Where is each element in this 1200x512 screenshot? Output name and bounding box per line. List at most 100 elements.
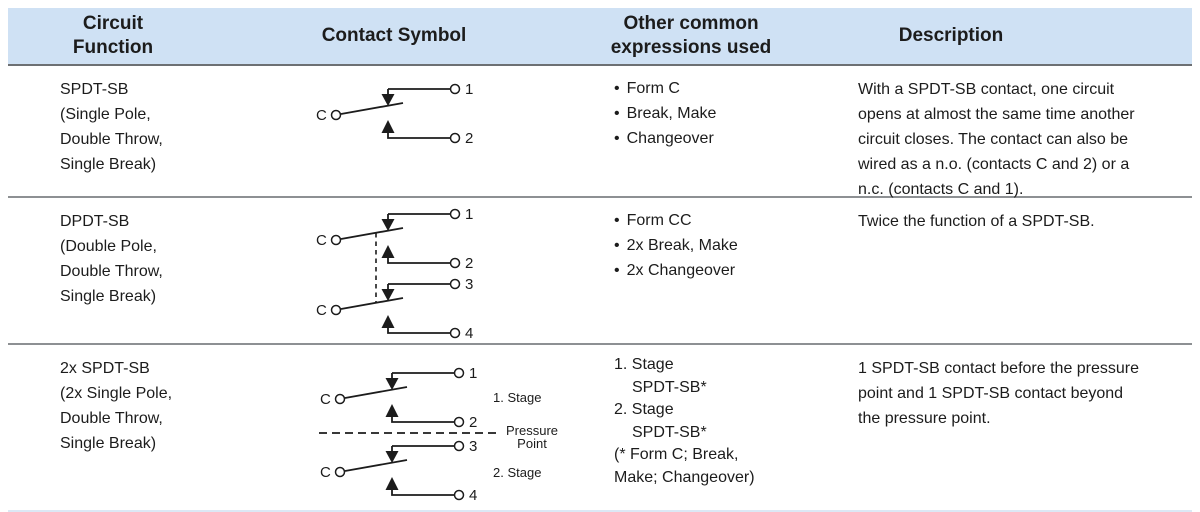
cell-other-expressions: •Form C •Break, Make •Changeover — [590, 66, 845, 202]
arrow-down-icon — [381, 94, 395, 106]
cell-description: 1 SPDT-SB contact before the pressure po… — [845, 345, 1192, 510]
arrow-down-icon — [385, 451, 399, 463]
stage-1-label: 1. Stage — [493, 390, 541, 405]
circuit-function-text: 2x SPDT-SB (2x Single Pole, Double Throw… — [60, 360, 173, 452]
lever — [340, 227, 404, 240]
spdt-unit: 3 C 4 — [316, 276, 473, 342]
description-text: 1 SPDT-SB contact before the pressure po… — [858, 360, 1140, 427]
expression-item: •Break, Make — [614, 101, 845, 126]
wire — [391, 489, 454, 496]
pressure-point-label-line2: Point — [517, 436, 547, 451]
lever — [340, 102, 404, 115]
terminal-circle — [449, 257, 461, 269]
table-row-spdt-sb: SPDT-SB (Single Pole, Double Throw, Sing… — [8, 66, 1192, 198]
terminal-circle — [449, 278, 461, 290]
cell-circuit-function: DPDT-SB (Double Pole, Double Throw, Sing… — [8, 198, 260, 343]
circuit-function-text: DPDT-SB (Double Pole, Double Throw, Sing… — [60, 213, 163, 305]
header-divider — [8, 64, 1192, 66]
terminal-circle — [453, 367, 465, 379]
lever — [344, 386, 408, 399]
spdt-unit: 1 C 2 — [316, 206, 473, 272]
terminal-circle — [330, 304, 342, 316]
arrow-up-icon — [381, 245, 395, 258]
lever — [340, 297, 404, 310]
cell-description: Twice the function of a SPDT-SB. — [845, 198, 1192, 343]
cell-other-expressions: 1. Stage SPDT-SB* 2. Stage SPDT-SB* (* F… — [590, 345, 845, 510]
terminal-label-4: 4 — [469, 487, 477, 504]
bullet-icon: • — [614, 237, 620, 254]
spdt-sb-symbol: 1 C 2 — [316, 81, 473, 147]
common-terminal-label: C — [320, 464, 331, 481]
header-contact-symbol: Contact Symbol — [321, 25, 467, 46]
wire — [387, 327, 450, 334]
terminal-label-1: 1 — [465, 81, 473, 98]
header-circuit-function: Circuit Function — [72, 13, 154, 58]
table-row-2x-spdt-sb: 2x SPDT-SB (2x Single Pole, Double Throw… — [8, 345, 1192, 510]
terminal-label-1: 1 — [465, 206, 473, 223]
expression-item: 2. Stage — [614, 401, 674, 418]
expression-item: •Changeover — [614, 126, 845, 151]
expression-item: •2x Changeover — [614, 258, 845, 283]
cell-contact-symbol: 1 C 2 3 C — [260, 198, 590, 343]
cell-circuit-function: 2x SPDT-SB (2x Single Pole, Double Throw… — [8, 345, 260, 510]
cell-contact-symbol: 1 C 2 — [260, 66, 590, 202]
bullet-icon: • — [614, 212, 620, 229]
bullet-icon: • — [614, 80, 620, 97]
arrow-down-icon — [385, 378, 399, 390]
terminal-circle — [449, 327, 461, 339]
expression-item: (* Form C; Break, — [614, 446, 739, 463]
expression-list: •Form C •Break, Make •Changeover — [590, 66, 845, 151]
spdt-unit-stage-2: 3 C 4 — [320, 438, 477, 504]
terminal-label-4: 4 — [465, 325, 473, 342]
arrow-up-icon — [385, 404, 399, 417]
terminal-circle — [449, 208, 461, 220]
row-divider — [8, 343, 1192, 345]
terminal-circle — [334, 466, 346, 478]
terminal-label-3: 3 — [469, 438, 477, 455]
expression-item: SPDT-SB* — [632, 378, 707, 396]
expression-item: SPDT-SB* — [632, 423, 707, 441]
arrow-up-icon — [381, 120, 395, 133]
cell-circuit-function: SPDT-SB (Single Pole, Double Throw, Sing… — [8, 66, 260, 202]
bullet-icon: • — [614, 105, 620, 122]
terminal-label-2: 2 — [465, 130, 473, 147]
bullet-icon: • — [614, 262, 620, 279]
terminal-circle — [453, 416, 465, 428]
common-terminal-label: C — [316, 107, 327, 124]
header-description: Description — [898, 25, 1004, 46]
wire — [391, 416, 454, 423]
terminal-circle — [330, 234, 342, 246]
dpdt-sb-symbol: 1 C 2 3 C — [316, 206, 473, 342]
expression-item: Make; Changeover) — [614, 468, 755, 486]
expression-list: 1. Stage SPDT-SB* 2. Stage SPDT-SB* (* F… — [590, 345, 845, 489]
terminal-circle — [449, 132, 461, 144]
lever — [344, 459, 408, 472]
bullet-icon: • — [614, 130, 620, 147]
circuit-function-text: SPDT-SB (Single Pole, Double Throw, Sing… — [60, 81, 163, 173]
common-terminal-label: C — [316, 302, 327, 319]
arrow-down-icon — [381, 289, 395, 301]
expression-item: •Form C — [614, 76, 845, 101]
stage-2-label: 2. Stage — [493, 465, 541, 480]
table-header: Circuit Function Contact Symbol Other co… — [8, 8, 1192, 64]
description-text: With a SPDT-SB contact, one circuit open… — [858, 81, 1135, 198]
pressure-point-label-line1: Pressure — [506, 423, 558, 438]
spdt-unit-stage-1: 1 C 2 — [320, 365, 477, 431]
cell-description: With a SPDT-SB contact, one circuit open… — [845, 66, 1192, 202]
terminal-label-2: 2 — [465, 255, 473, 272]
terminal-circle — [453, 489, 465, 501]
terminal-label-3: 3 — [465, 276, 473, 293]
common-terminal-label: C — [316, 232, 327, 249]
bottom-divider — [8, 510, 1192, 512]
wire — [387, 257, 450, 264]
wire — [387, 132, 450, 139]
common-terminal-label: C — [320, 391, 331, 408]
spdt-unit: 1 C 2 — [316, 81, 473, 147]
arrow-up-icon — [381, 315, 395, 328]
expression-list: •Form CC •2x Break, Make •2x Changeover — [590, 198, 845, 283]
terminal-circle — [334, 393, 346, 405]
header-other-expressions: Other common expressions used — [610, 13, 772, 58]
arrow-up-icon — [385, 477, 399, 490]
table-row-dpdt-sb: DPDT-SB (Double Pole, Double Throw, Sing… — [8, 198, 1192, 343]
